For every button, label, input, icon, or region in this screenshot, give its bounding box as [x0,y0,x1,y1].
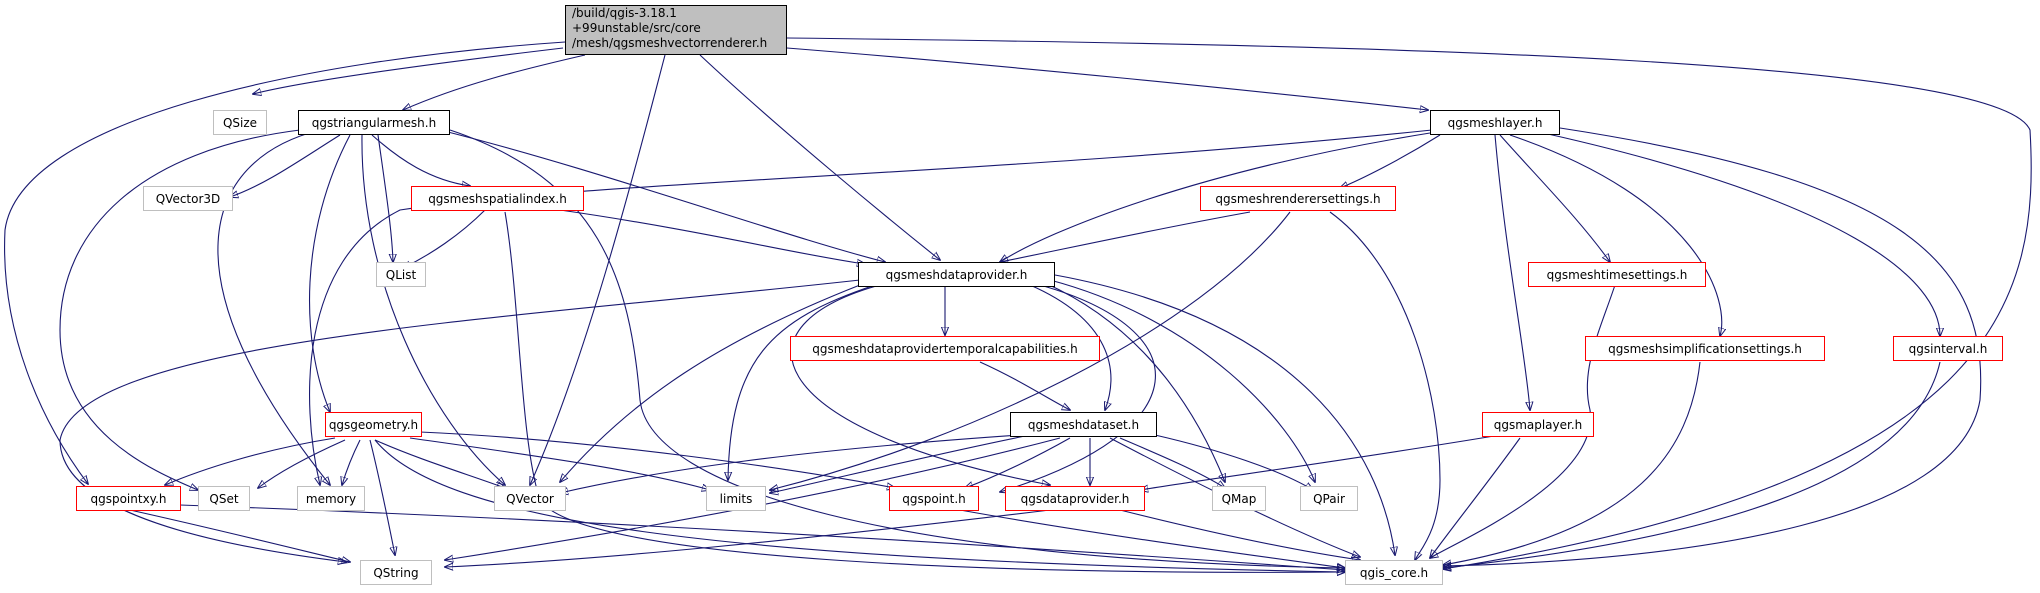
edge-geometry-qgspoint [419,431,895,488]
edge-dataset-qmap [1119,437,1225,488]
root-line-1: /build/qgis-3.18.1 [572,6,677,20]
node-qgsmeshsimplificationsettings[interactable]: qgsmeshsimplificationsettings.h [1585,336,1825,361]
node-qmap[interactable]: QMap [1212,486,1266,511]
edge-renderer-qgsmeshdataprovider [1000,211,1251,262]
node-qstring[interactable]: QString [360,560,432,585]
edge-dataset-qstring [445,437,1061,560]
edge-geometry-qvector [374,439,505,488]
node-qsize[interactable]: QSize [213,110,267,135]
edge-geometry-limits [409,437,710,490]
edge-pointxy-qstring [129,509,350,562]
node-qgsmeshdataset[interactable]: qgsmeshdataset.h [1010,412,1157,437]
edge-root-qvector [530,54,666,485]
edge-provider-qgsdataprovider [790,279,1050,485]
edge-spatialindex-qgis-core [504,211,1345,572]
edge-dataset-qgspoint [965,437,1071,488]
node-memory[interactable]: memory [297,486,365,511]
edge-root-qgis-core [786,37,2032,569]
node-qgsmaplayer[interactable]: qgsmaplayer.h [1482,412,1594,437]
node-qgsmeshtimesettings[interactable]: qgsmeshtimesettings.h [1528,262,1706,287]
edge-provider-qgis-core [1054,274,1395,555]
edge-geometry-memory [342,439,361,485]
node-qvector3d[interactable]: QVector3D [143,186,233,211]
edge-dataset-limits [770,434,1031,493]
edge-maplayer-qgsdataprovider [1140,434,1501,490]
edge-provider-qgspoint [1000,284,1156,492]
node-qgis-core[interactable]: qgis_core.h [1345,560,1443,585]
root-line-2: +99unstable/src/core [572,21,701,35]
edge-meshlayer-qgsmeshdataprovider [1000,132,1431,262]
node-qgsgeometry[interactable]: qgsgeometry.h [325,412,422,437]
node-qgsmeshdataprovider[interactable]: qgsmeshdataprovider.h [858,262,1055,287]
edge-triangular-qset [59,129,301,490]
edge-geometry-qgspointxy [165,437,336,485]
edge-triangular-qgsmeshspatialindex [371,134,470,186]
edge-point-qgis-core [959,509,1345,568]
node-qgsmeshrenderersettings[interactable]: qgsmeshrenderersettings.h [1200,186,1396,211]
edge-provider-qstring [59,279,861,562]
edge-dataprovider-qgis-core [1119,509,1360,560]
edge-interval-qgis-core [1443,361,1941,568]
node-root-qgsmeshvectorrenderer[interactable]: /build/qgis-3.18.1 +99unstable/src/core … [565,5,787,55]
node-qgspoint[interactable]: qgspoint.h [889,486,979,511]
edge-renderer-limits [770,211,1291,490]
node-qgspointxy[interactable]: qgspointxy.h [76,486,181,511]
edge-triangular-qlist [377,134,393,262]
edge-root-qgspointxy [4,41,566,484]
edge-spatialindex-qlist [403,209,486,268]
node-qlist[interactable]: QList [376,262,426,287]
node-qgsmeshdataprovidertemporalcapabilities[interactable]: qgsmeshdataprovidertemporalcapabilities.… [790,336,1100,361]
edge-dataprovider-qstring [445,509,1051,567]
edge-meshlayer-qgsinterval [1529,129,1940,336]
edge-geometry-qgis-core [374,439,1345,572]
node-qgsmeshlayer[interactable]: qgsmeshlayer.h [1430,110,1560,135]
root-line-3: /mesh/qgsmeshvectorrenderer.h [572,36,768,50]
edge-provider-qvector [560,284,861,482]
edge-meshlayer-qgsmaplayer [1494,134,1530,410]
edge-root-qgstriangularmesh [403,54,586,110]
node-qpair[interactable]: QPair [1300,486,1358,511]
edge-maplayer-qgis-core [1430,437,1521,558]
node-limits[interactable]: limits [706,486,766,511]
edge-spatialindex-qgsmeshdataprovider [559,209,865,264]
edge-simplification-qgis-core [1443,361,1701,565]
edge-triangular-qvector3d [230,134,341,197]
node-qgstriangularmesh[interactable]: qgstriangularmesh.h [298,110,450,135]
edge-meshlayer-qgsmeshtimesettings [1499,134,1610,262]
edge-triangular-qgsgeometry [308,134,351,412]
edge-triangular-qgsmeshdataprovider [439,129,885,262]
edge-dataset-qvector [560,434,1021,493]
edge-provider-qgsmeshdataset [1029,284,1111,410]
edge-root-qgsmeshdataprovider [699,54,940,260]
edge-triangular-qvector [361,134,505,485]
edge-pointxy-qgis-core [179,504,1345,570]
node-qgsinterval[interactable]: qgsinterval.h [1893,336,2003,361]
edge-meshlayer-qgsmeshsimplificationsettings [1509,134,1722,336]
edge-provider-qmap [1044,282,1225,482]
edge-temporal-qgsmeshdataset [979,361,1070,410]
edge-dataset-qpair [1154,434,1313,490]
edge-meshlayer-qgsmeshrenderersettings [1340,134,1441,188]
edge-provider-qpair [1049,279,1315,482]
edge-meshlayer-qgis-core [1443,127,1982,566]
edge-triangular-memory [217,129,330,485]
edge-geometry-qset [258,439,346,488]
edge-geometry-qstring [369,439,395,555]
edge-renderer-qgis-core [1329,211,1441,560]
node-qgsdataprovider[interactable]: qgsdataprovider.h [1005,486,1145,511]
node-qvector[interactable]: QVector [494,486,566,511]
edge-provider-limits [728,284,876,480]
node-qgsmeshspatialindex[interactable]: qgsmeshspatialindex.h [411,186,584,211]
edge-root-qgsmeshlayer [786,47,1428,110]
edge-root-qsize [253,47,564,94]
node-qset[interactable]: QSet [198,486,250,511]
